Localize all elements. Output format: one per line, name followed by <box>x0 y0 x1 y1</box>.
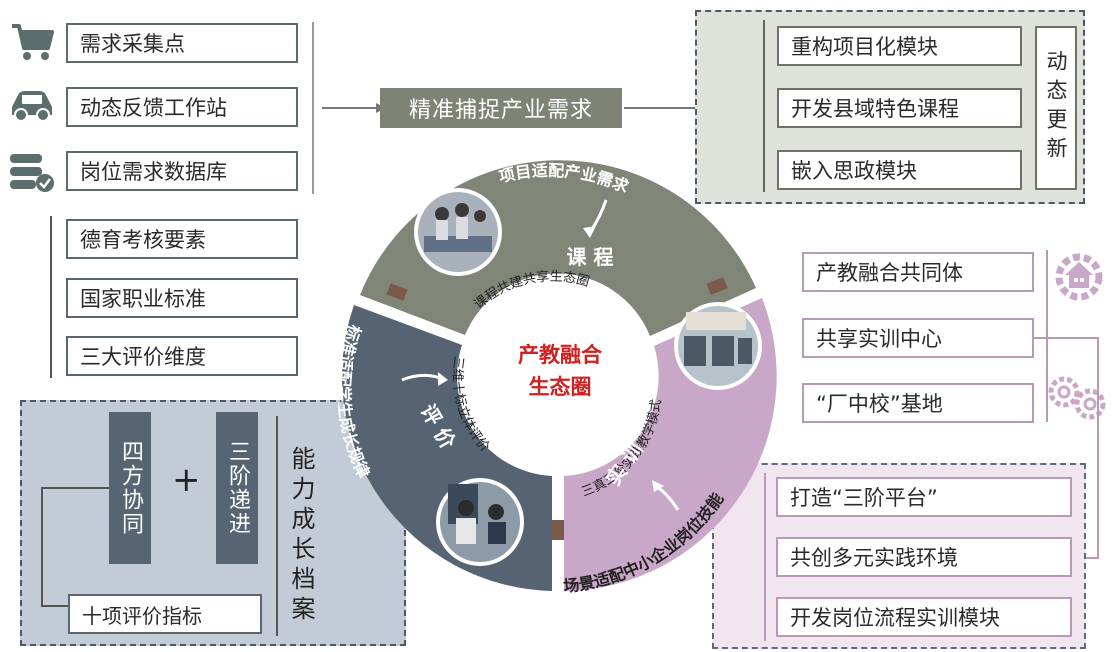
course-update-panel: 重构项目化模块 开发县域特色课程 嵌入思政模块 动态更新 <box>695 10 1085 204</box>
list-item: 动态反馈工作站 <box>66 87 298 127</box>
car-icon <box>12 91 52 122</box>
three-stage-box: 三阶递进 <box>216 412 258 564</box>
evaluation-arrow <box>401 373 441 382</box>
house-gear-icon <box>1055 253 1103 301</box>
list-item: 岗位需求数据库 <box>66 151 298 191</box>
ecosystem-ring: 课程共建共享生态圈 三真三阶实践教学模式 三维十标立体评价 项目适配产业需求 标… <box>338 160 777 596</box>
list-item: 三大评价维度 <box>66 336 298 376</box>
sector-connector <box>552 520 564 540</box>
list-item: 国家职业标准 <box>66 278 298 318</box>
list-item: 产教融合共同体 <box>802 252 1034 292</box>
center-disk <box>462 278 658 474</box>
bracket-line <box>312 22 314 194</box>
list-item: 重构项目化模块 <box>777 26 1022 66</box>
four-party-box: 四方协同 <box>109 412 151 564</box>
gears-icon <box>1048 376 1106 420</box>
evaluation-panel: 四方协同 + 三阶递进 十项评价指标 能力成长档案 <box>20 400 406 646</box>
list-item: 需求采集点 <box>66 23 298 63</box>
sector-connector <box>706 277 728 295</box>
list-item: 共享实训中心 <box>802 318 1034 358</box>
sector-connector <box>386 283 408 301</box>
course-label: 课 程 <box>567 245 614 269</box>
practice-photo <box>674 302 762 390</box>
center-title-line1: 产教融合 <box>518 343 603 367</box>
list-item: 开发岗位流程实训模块 <box>776 597 1072 637</box>
growth-archive-label: 能力成长档案 <box>287 446 315 626</box>
list-item: “厂中校”基地 <box>802 383 1034 423</box>
center-title-line2: 生态圈 <box>529 375 592 399</box>
ten-indicator-box: 十项评价指标 <box>68 594 262 634</box>
list-item: 嵌入思政模块 <box>777 150 1022 190</box>
list-item: 共创多元实践环境 <box>776 537 1072 577</box>
list-item: 打造“三阶平台” <box>776 477 1072 517</box>
list-item: 德育考核要素 <box>66 219 298 259</box>
database-check-icon <box>10 154 54 192</box>
dynamic-update-label: 动态更新 <box>1035 26 1077 190</box>
evaluation-photo <box>436 478 524 566</box>
practice-panel: 打造“三阶平台” 共创多元实践环境 开发岗位流程实训模块 <box>712 463 1086 649</box>
shopping-cart-icon <box>12 24 54 60</box>
list-item: 开发县域特色课程 <box>777 88 1022 128</box>
capture-demand-label: 精准捕捉产业需求 <box>380 88 622 128</box>
plus-sign: + <box>172 460 201 500</box>
course-photo <box>414 188 502 276</box>
